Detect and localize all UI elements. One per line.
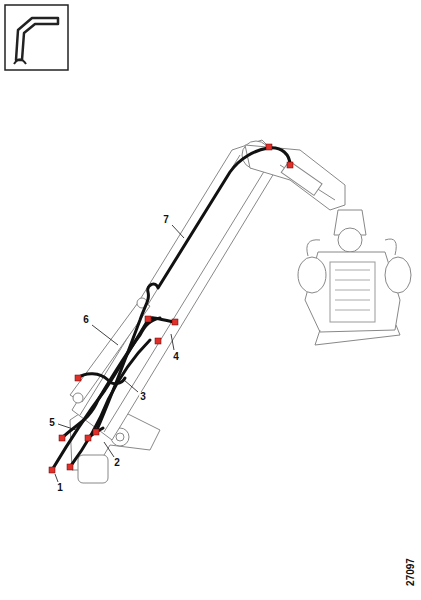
callout-number: 6: [82, 315, 90, 325]
hydraulic-hoses: [52, 148, 290, 470]
callout-number: 1: [56, 483, 64, 493]
callout-number: 5: [48, 418, 56, 428]
callout-number: 2: [113, 458, 121, 468]
boom-icon: [5, 5, 68, 70]
callout-number: 7: [162, 215, 170, 225]
hose-fittings: [49, 144, 293, 473]
crane-structure: [70, 140, 411, 483]
leader-lines: [55, 225, 184, 482]
drawing-number: 27097: [406, 557, 416, 587]
callout-number: 4: [172, 352, 180, 362]
callout-number: 3: [139, 392, 147, 402]
